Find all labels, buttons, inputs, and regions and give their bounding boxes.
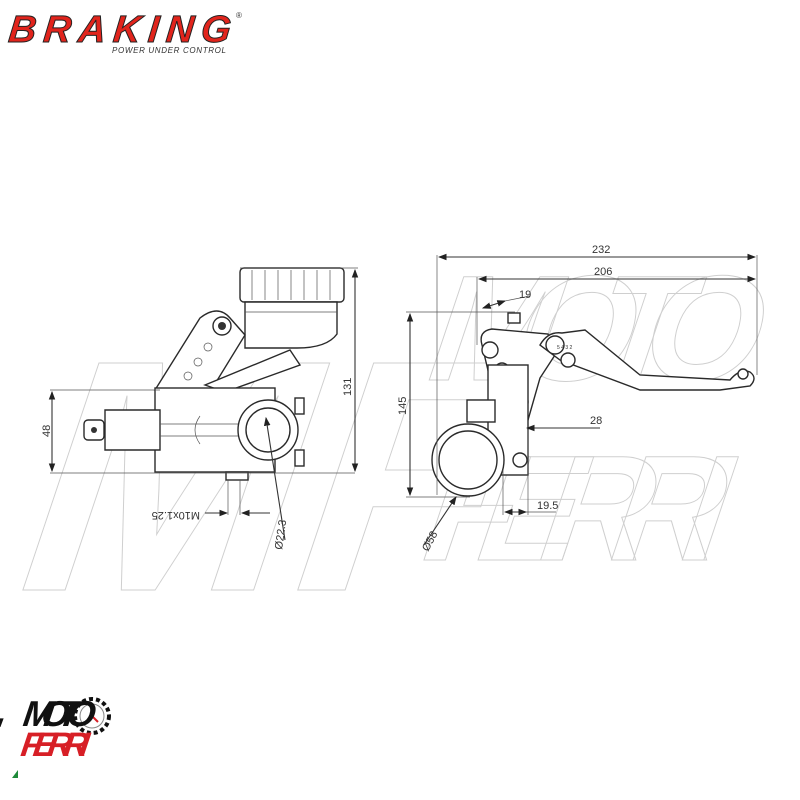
braking-logo: BRAKING ® POWER UNDER CONTROL [6, 9, 242, 55]
moto-ferri-line1: MOTO [21, 693, 99, 734]
moto-ferri-watermark: MF MOTO FERRI [7, 244, 776, 661]
dim-131: 131 [342, 378, 354, 396]
dim-19-5: 19.5 [537, 500, 558, 512]
reservoir-body [244, 301, 338, 349]
reservoir-cap [239, 267, 345, 303]
dim-232: 232 [592, 244, 610, 256]
dim-48: 48 [41, 425, 53, 437]
braking-tagline: POWER UNDER CONTROL [112, 46, 226, 55]
registered-mark: ® [236, 11, 242, 20]
moto-ferri-logo: MF MOTO FERRI [0, 693, 111, 789]
dim-19: 19 [519, 289, 531, 301]
side-view-drawing: 48 131 M10x1.25 Ø22.3 [41, 267, 359, 550]
clamp-bolt-bottom [294, 449, 305, 467]
moto-ferri-mark: MF [0, 702, 7, 789]
lever-pivot-block [104, 409, 161, 451]
clamp-bolt-top [294, 397, 305, 415]
lever-position-numbers: 5 4 3 2 [557, 345, 573, 351]
moto-ferri-line2: FERRI [19, 726, 94, 764]
dim-145: 145 [397, 397, 409, 415]
dim-206: 206 [594, 266, 612, 278]
thread-label: M10x1.25 [152, 509, 200, 521]
mounting-bolt [466, 399, 496, 423]
braking-logo-name: BRAKING [7, 9, 233, 51]
adjuster-screw [507, 312, 521, 324]
bar-diameter-label: Ø22.3 [273, 519, 289, 550]
dim-28: 28 [590, 415, 602, 427]
